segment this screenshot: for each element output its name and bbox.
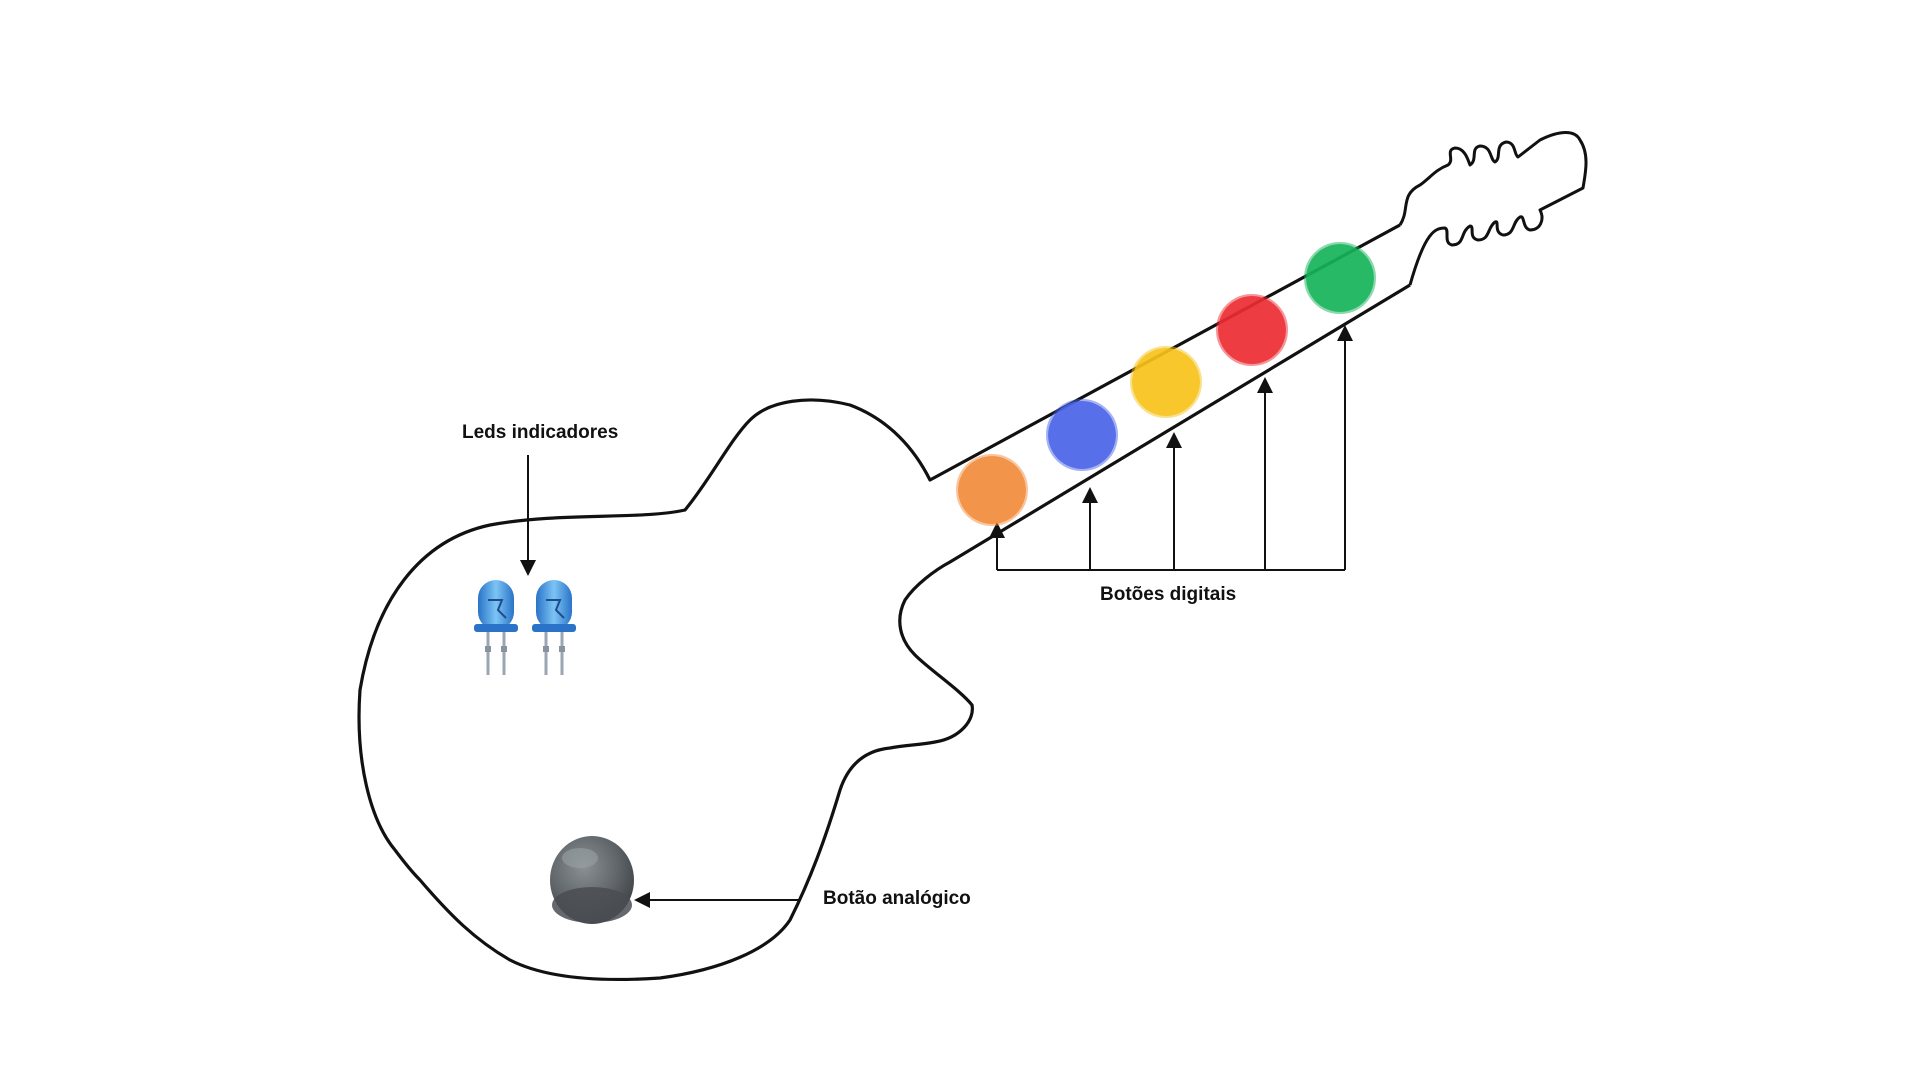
fret-button-blue-edge xyxy=(1046,399,1118,471)
fret-button-red-edge xyxy=(1216,294,1288,366)
fret-buttons-group xyxy=(956,242,1376,526)
guitar-body-outline xyxy=(357,398,974,982)
analog-button-label: Botão analógico xyxy=(823,888,971,909)
digital-buttons-label: Botões digitais xyxy=(1100,584,1237,605)
guitar-neck-bottom-edge xyxy=(949,283,1411,564)
joystick-icon xyxy=(550,836,634,924)
fret-button-orange-edge xyxy=(956,454,1028,526)
digital-buttons-connectors xyxy=(989,325,1353,571)
fret-button-red xyxy=(1218,296,1286,364)
fret-button-orange xyxy=(958,456,1026,524)
fret-button-yellow-edge xyxy=(1130,346,1202,418)
leds-label: Leds indicadores xyxy=(462,422,619,443)
led-icon xyxy=(474,580,576,675)
fret-button-green-edge xyxy=(1304,242,1376,314)
guitar-headstock xyxy=(1398,131,1588,286)
fret-button-green xyxy=(1306,244,1374,312)
fret-button-blue xyxy=(1048,401,1116,469)
fret-button-yellow xyxy=(1132,348,1200,416)
